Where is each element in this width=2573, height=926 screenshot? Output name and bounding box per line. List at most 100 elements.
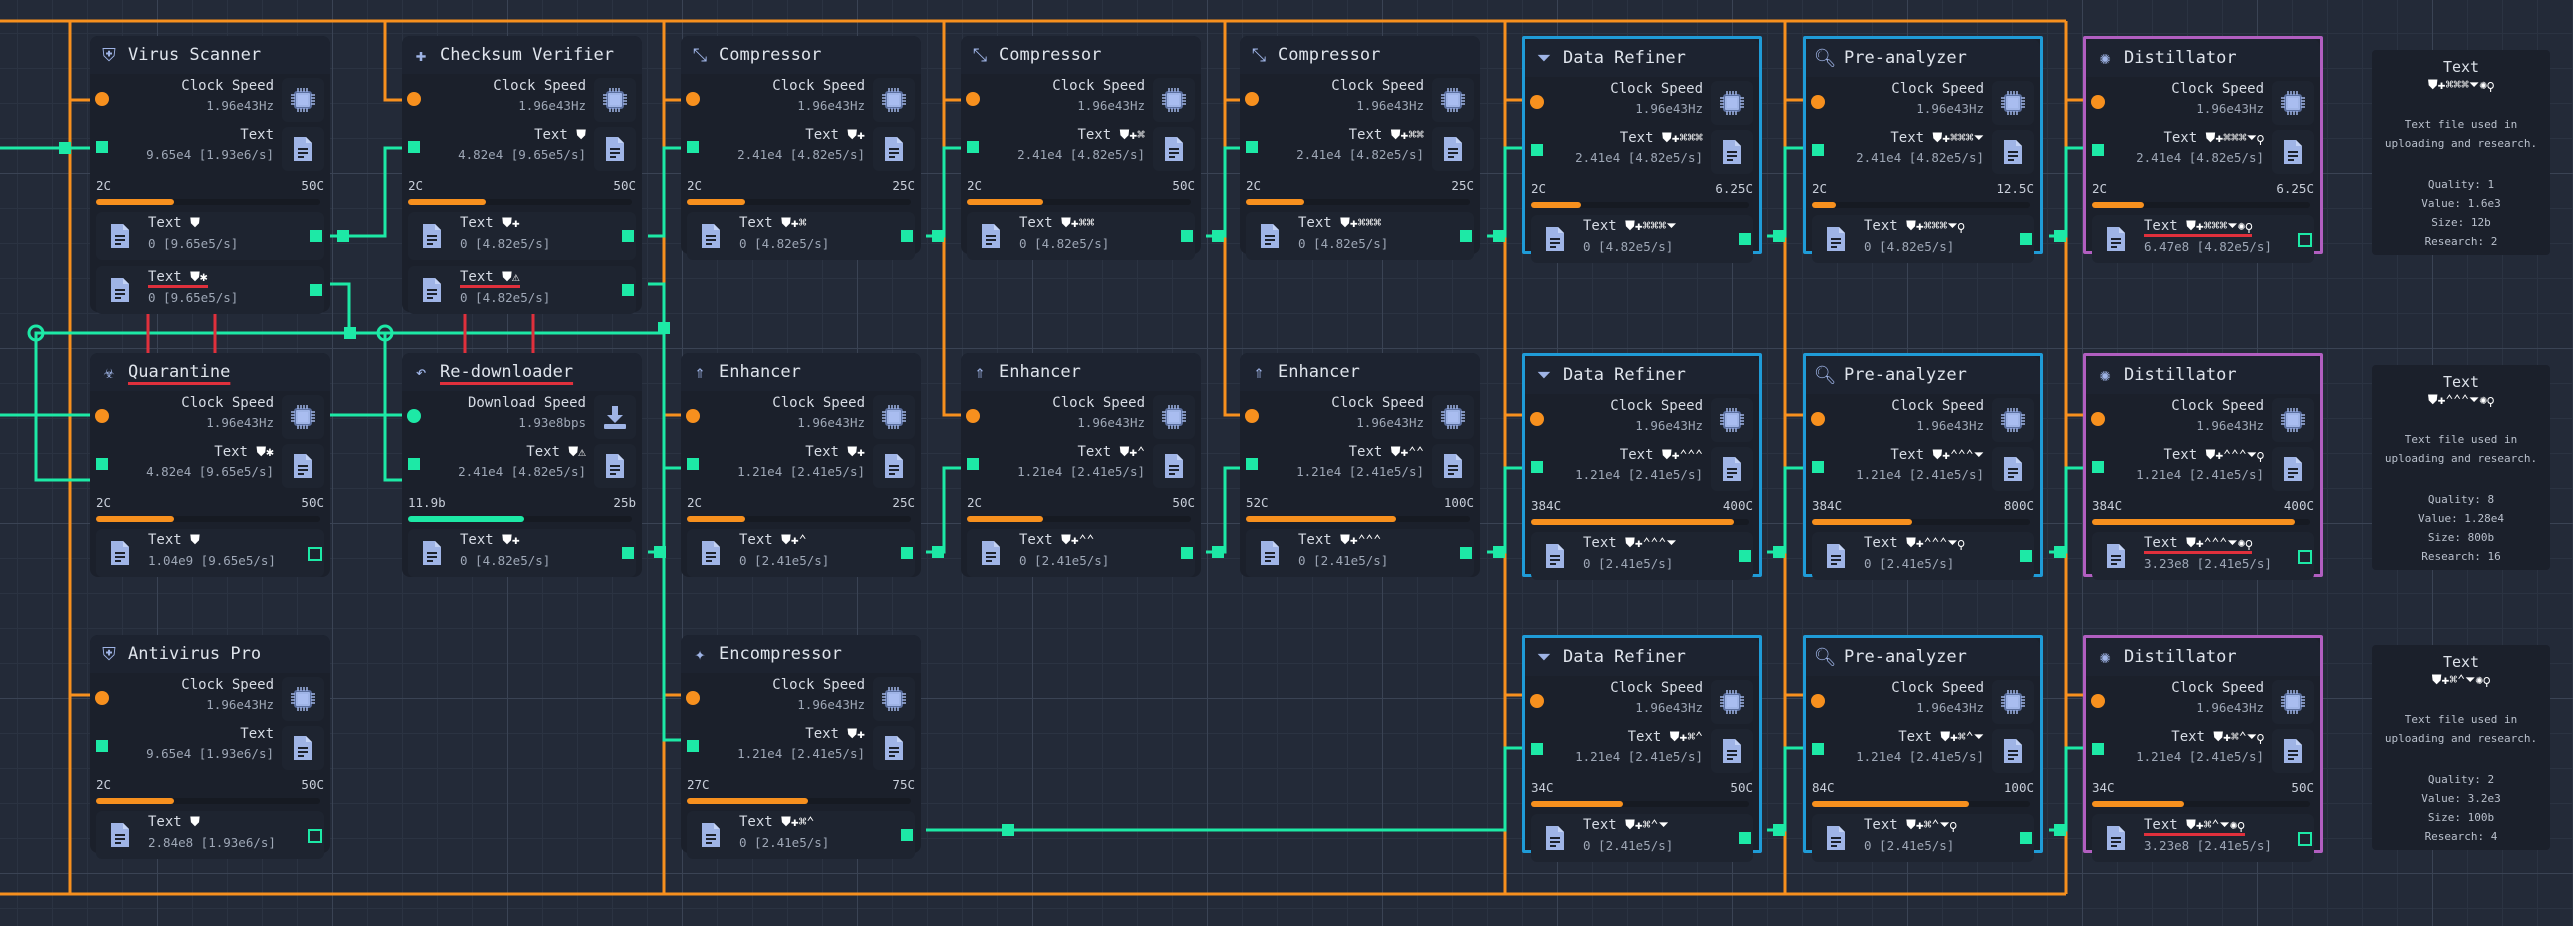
output-port[interactable] xyxy=(1181,547,1193,559)
input-port[interactable] xyxy=(408,458,420,470)
output-port[interactable] xyxy=(2020,832,2032,844)
output-port[interactable] xyxy=(901,829,913,841)
input-port-power[interactable] xyxy=(1530,95,1544,109)
machine-node-distillator-3[interactable]: ✺ Distillator Clock Speed 1.96e43Hz Text… xyxy=(2083,635,2323,862)
machine-node-distillator-1[interactable]: ✺ Distillator Clock Speed 1.96e43Hz Text… xyxy=(2083,36,2323,263)
node-header[interactable]: ✦ Encompressor xyxy=(681,635,921,673)
node-header[interactable]: ⇑ Enhancer xyxy=(681,353,921,391)
node-header[interactable]: 🔍︎ Pre-analyzer xyxy=(1806,39,2040,77)
output-port[interactable] xyxy=(308,829,322,843)
output-port[interactable] xyxy=(1181,230,1193,242)
machine-node-enhancer-3[interactable]: ⇑ Enhancer Clock Speed 1.96e43Hz Text ⛊✚… xyxy=(1240,353,1480,577)
input-port-power[interactable] xyxy=(1811,412,1825,426)
input-port-power[interactable] xyxy=(95,691,109,705)
input-port-power[interactable] xyxy=(1811,694,1825,708)
input-port-power[interactable] xyxy=(95,92,109,106)
input-port[interactable] xyxy=(687,458,699,470)
input-port[interactable] xyxy=(1246,458,1258,470)
node-header[interactable]: ↶ Re-downloader xyxy=(402,353,642,391)
machine-node-enhancer-1[interactable]: ⇑ Enhancer Clock Speed 1.96e43Hz Text ⛊✚… xyxy=(681,353,921,577)
node-header[interactable]: ⇑ Enhancer xyxy=(1240,353,1480,391)
machine-node-distillator-2[interactable]: ✺ Distillator Clock Speed 1.96e43Hz Text… xyxy=(2083,353,2323,580)
input-port[interactable] xyxy=(2092,743,2104,755)
machine-node-pre-analyzer-1[interactable]: 🔍︎ Pre-analyzer Clock Speed 1.96e43Hz Te… xyxy=(1803,36,2043,263)
input-port-power[interactable] xyxy=(686,92,700,106)
input-port[interactable] xyxy=(2092,144,2104,156)
node-header[interactable]: ⤡ Compressor xyxy=(961,36,1201,74)
input-port-power[interactable] xyxy=(95,409,109,423)
machine-node-compressor-2[interactable]: ⤡ Compressor Clock Speed 1.96e43Hz Text … xyxy=(961,36,1201,260)
input-port[interactable] xyxy=(2092,461,2104,473)
input-port[interactable] xyxy=(1531,144,1543,156)
input-port[interactable] xyxy=(96,141,108,153)
output-port[interactable] xyxy=(622,230,634,242)
node-header[interactable]: ⇑ Enhancer xyxy=(961,353,1201,391)
input-port-power[interactable] xyxy=(1530,412,1544,426)
machine-node-checksum-verifier[interactable]: ✚ Checksum Verifier Clock Speed 1.96e43H… xyxy=(402,36,642,314)
splitter-node[interactable] xyxy=(27,324,45,342)
output-port[interactable] xyxy=(622,284,634,296)
machine-node-enhancer-2[interactable]: ⇑ Enhancer Clock Speed 1.96e43Hz Text ⛊✚… xyxy=(961,353,1201,577)
output-port[interactable] xyxy=(1739,832,1751,844)
node-header[interactable]: ✺ Distillator xyxy=(2086,638,2320,676)
output-port[interactable] xyxy=(1460,547,1472,559)
output-port[interactable] xyxy=(1460,230,1472,242)
output-port[interactable] xyxy=(308,547,322,561)
machine-node-pre-analyzer-3[interactable]: 🔍︎ Pre-analyzer Clock Speed 1.96e43Hz Te… xyxy=(1803,635,2043,862)
input-port-power[interactable] xyxy=(966,92,980,106)
input-port-power[interactable] xyxy=(2091,412,2105,426)
node-header[interactable]: ⏷ Data Refiner xyxy=(1525,39,1759,77)
input-port-power[interactable] xyxy=(1245,409,1259,423)
input-port-power[interactable] xyxy=(2091,95,2105,109)
machine-node-encompressor[interactable]: ✦ Encompressor Clock Speed 1.96e43Hz Tex… xyxy=(681,635,921,859)
node-header[interactable]: ⏷ Data Refiner xyxy=(1525,356,1759,394)
input-port[interactable] xyxy=(687,740,699,752)
output-port[interactable] xyxy=(2298,550,2312,564)
input-port-power[interactable] xyxy=(1245,92,1259,106)
output-port[interactable] xyxy=(1739,550,1751,562)
output-port[interactable] xyxy=(2298,832,2312,846)
output-port[interactable] xyxy=(901,230,913,242)
node-header[interactable]: ☣ Quarantine xyxy=(90,353,330,391)
input-port-power[interactable] xyxy=(407,92,421,106)
input-port[interactable] xyxy=(96,458,108,470)
input-port[interactable] xyxy=(1812,461,1824,473)
machine-node-compressor-3[interactable]: ⤡ Compressor Clock Speed 1.96e43Hz Text … xyxy=(1240,36,1480,260)
input-port[interactable] xyxy=(687,141,699,153)
input-port[interactable] xyxy=(967,141,979,153)
machine-node-data-refiner-3[interactable]: ⏷ Data Refiner Clock Speed 1.96e43Hz Tex… xyxy=(1522,635,1762,862)
input-port[interactable] xyxy=(1812,743,1824,755)
input-port-power[interactable] xyxy=(966,409,980,423)
node-header[interactable]: ⤡ Compressor xyxy=(1240,36,1480,74)
machine-node-re-downloader[interactable]: ↶ Re-downloader Download Speed 1.93e8bps… xyxy=(402,353,642,577)
node-header[interactable]: ⤡ Compressor xyxy=(681,36,921,74)
output-port[interactable] xyxy=(2020,233,2032,245)
node-header[interactable]: ✺ Distillator xyxy=(2086,39,2320,77)
node-header[interactable]: ⏷ Data Refiner xyxy=(1525,638,1759,676)
input-port[interactable] xyxy=(1531,461,1543,473)
input-port[interactable] xyxy=(408,141,420,153)
machine-node-compressor-1[interactable]: ⤡ Compressor Clock Speed 1.96e43Hz Text … xyxy=(681,36,921,260)
input-port-power[interactable] xyxy=(2091,694,2105,708)
machine-node-virus-scanner[interactable]: ⛨ Virus Scanner Clock Speed 1.96e43Hz Te… xyxy=(90,36,330,314)
output-port[interactable] xyxy=(622,547,634,559)
output-port[interactable] xyxy=(310,284,322,296)
input-port-power[interactable] xyxy=(1811,95,1825,109)
input-port[interactable] xyxy=(1246,141,1258,153)
node-header[interactable]: ⛨ Virus Scanner xyxy=(90,36,330,74)
output-port[interactable] xyxy=(901,547,913,559)
input-port-power[interactable] xyxy=(1530,694,1544,708)
splitter-node[interactable] xyxy=(376,324,394,342)
output-port[interactable] xyxy=(310,230,322,242)
machine-node-data-refiner-1[interactable]: ⏷ Data Refiner Clock Speed 1.96e43Hz Tex… xyxy=(1522,36,1762,263)
machine-node-antivirus-pro[interactable]: ⛨ Antivirus Pro Clock Speed 1.96e43Hz Te… xyxy=(90,635,330,859)
input-port-power[interactable] xyxy=(407,409,421,423)
input-port-power[interactable] xyxy=(686,409,700,423)
machine-node-quarantine[interactable]: ☣ Quarantine Clock Speed 1.96e43Hz Text … xyxy=(90,353,330,577)
input-port[interactable] xyxy=(967,458,979,470)
output-port[interactable] xyxy=(2298,233,2312,247)
input-port[interactable] xyxy=(96,740,108,752)
node-header[interactable]: ✺ Distillator xyxy=(2086,356,2320,394)
node-header[interactable]: ⛨ Antivirus Pro xyxy=(90,635,330,673)
output-port[interactable] xyxy=(1739,233,1751,245)
